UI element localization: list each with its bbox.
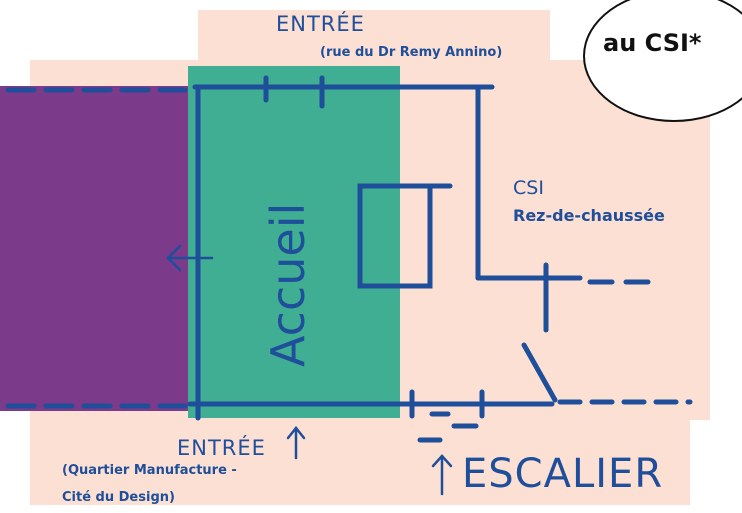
entrance-bottom-location-line2: Cité du Design) — [62, 490, 175, 505]
entrance-top-label: ENTRÉE — [276, 12, 365, 36]
csi-floor-label: Rez-de-chaussée — [513, 206, 665, 225]
door-swing — [521, 342, 558, 403]
csi-label: CSI — [513, 177, 544, 199]
green-zone — [188, 66, 400, 418]
arrow-up-icon — [286, 425, 306, 460]
purple-zone — [0, 86, 200, 411]
entrance-bottom-location-line1: (Quartier Manufacture - — [62, 463, 237, 478]
arrow-up-icon — [431, 454, 453, 496]
reception-label: Accueil — [261, 202, 315, 367]
arrow-left-icon — [166, 244, 214, 272]
location-badge: au CSI* — [583, 0, 742, 122]
stairs-label: ESCALIER — [462, 451, 664, 497]
peach-zone-bottom — [30, 410, 690, 505]
entrance-top-street: (rue du Dr Remy Annino) — [320, 45, 503, 60]
reception-desk — [357, 183, 433, 289]
badge-text: au CSI* — [603, 29, 702, 57]
entrance-bottom-label: ENTRÉE — [177, 436, 266, 460]
